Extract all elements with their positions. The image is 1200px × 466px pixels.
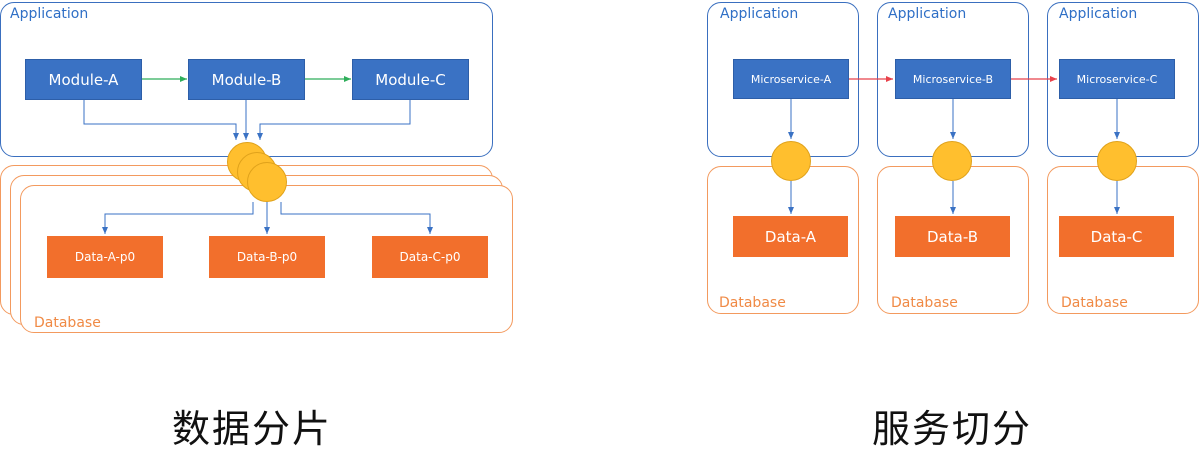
data-c: Data-C xyxy=(1059,216,1174,257)
module-c: Module-C xyxy=(352,59,469,100)
application-label-c: Application xyxy=(1059,6,1138,22)
microservice-a: Microservice-A xyxy=(733,59,849,99)
application-label-b: Application xyxy=(888,6,967,22)
module-b: Module-B xyxy=(188,59,305,100)
database-label-b: Database xyxy=(891,295,958,311)
data-a: Data-A xyxy=(733,216,848,257)
data-a-p0: Data-A-p0 xyxy=(47,236,163,278)
application-label: Application xyxy=(10,6,89,22)
caption-data-sharding: 数据分片 xyxy=(172,407,333,451)
caption-service-splitting: 服务切分 xyxy=(872,407,1033,451)
connection-pool-node-3 xyxy=(247,162,287,202)
connector-a xyxy=(771,141,811,181)
database-label-a: Database xyxy=(719,295,786,311)
application-label-a: Application xyxy=(720,6,799,22)
microservice-c: Microservice-C xyxy=(1059,59,1175,99)
microservice-b: Microservice-B xyxy=(895,59,1011,99)
data-b-p0: Data-B-p0 xyxy=(209,236,325,278)
connector-c xyxy=(1097,141,1137,181)
database-label-c: Database xyxy=(1061,295,1128,311)
module-a: Module-A xyxy=(25,59,142,100)
connector-b xyxy=(932,141,972,181)
database-label: Database xyxy=(34,315,101,331)
data-c-p0: Data-C-p0 xyxy=(372,236,488,278)
data-b: Data-B xyxy=(895,216,1010,257)
